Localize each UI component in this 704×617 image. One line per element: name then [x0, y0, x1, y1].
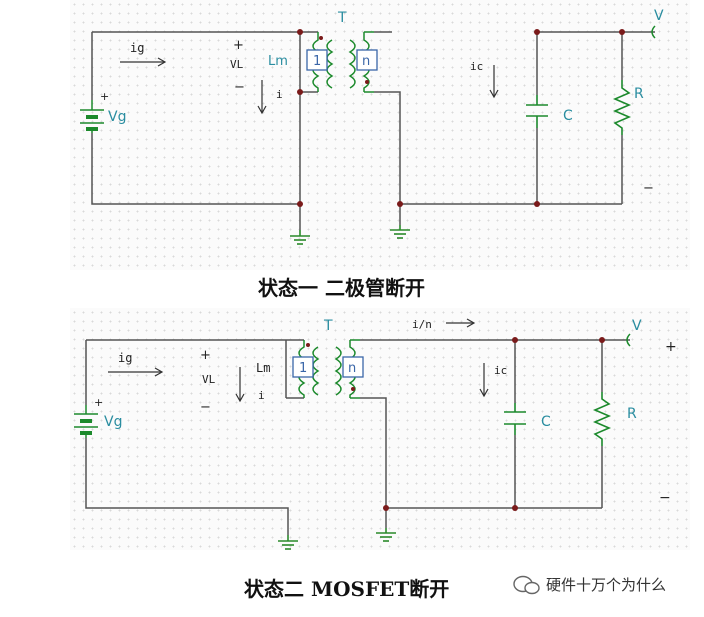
source-plus-label-2: +: [94, 396, 103, 409]
vout-label-1: V: [654, 8, 664, 24]
caption-2: 状态二 MOSFET断开: [244, 577, 450, 601]
resistor-r-1: [612, 80, 632, 135]
secondary-turns-box-1: [356, 49, 378, 71]
vl-plus-label-2: +: [200, 348, 211, 363]
ig-arrow-icon-1: [120, 57, 167, 67]
i-arrow-icon-1: [257, 80, 267, 115]
ic-label-1: ic: [470, 60, 483, 73]
source-label-1: Vg: [108, 109, 126, 125]
i-label-2: i: [258, 389, 265, 402]
wires-2: [85, 339, 630, 535]
ground-icon-2b: [376, 528, 396, 542]
watermark-text: 硬件十万个为什么: [546, 576, 667, 594]
capacitor-c-2: [504, 403, 526, 435]
capacitor-label-1: C: [563, 108, 573, 124]
primary-turns-2: 1: [299, 361, 307, 376]
source-label-2: Vg: [104, 414, 122, 430]
i-over-n-arrow-icon-2: [446, 318, 476, 328]
vl-label-1: VL: [230, 58, 244, 71]
ig-arrow-icon-2: [108, 367, 164, 377]
lm-label-2: Lm: [256, 361, 270, 375]
ground-icon-2a: [278, 535, 298, 550]
vl-plus-label-1: +: [233, 38, 244, 53]
vout-label-2: V: [632, 318, 642, 334]
i-over-n-label-2: i/n: [412, 318, 432, 331]
source-plus-label-1: +: [100, 90, 109, 103]
ic-arrow-icon-2: [479, 363, 489, 398]
secondary-turns-2: n: [348, 361, 356, 376]
vl-label-2: VL: [202, 373, 216, 386]
output-terminal-icon-2: [626, 333, 631, 347]
schematic-board-2: [70, 308, 690, 550]
ground-icon-1b: [390, 225, 410, 239]
primary-winding-wires-2: [286, 339, 304, 399]
wechat-icon: [513, 575, 540, 595]
ic-label-2: ic: [494, 364, 507, 377]
junction-nodes-1: [297, 29, 625, 207]
battery-vg-1: [80, 100, 104, 133]
out-minus-label-2: −: [659, 490, 671, 506]
wires-1: [91, 31, 655, 230]
resistor-label-1: R: [634, 86, 644, 102]
capacitor-label-2: C: [541, 414, 551, 430]
secondary-polarity-dot-1: [365, 80, 369, 84]
resistor-label-2: R: [627, 406, 637, 422]
transformer-label-1: T: [337, 10, 347, 26]
vl-minus-label-2: −: [200, 400, 211, 415]
secondary-turns-1: n: [362, 54, 370, 69]
secondary-turns-box-2: [342, 356, 364, 378]
ic-arrow-icon-1: [489, 65, 499, 99]
ig-label-2: ig: [118, 351, 132, 365]
out-minus-label-1: −: [643, 181, 654, 196]
primary-turns-box-2: [292, 356, 314, 378]
resistor-r-2: [592, 392, 612, 446]
i-arrow-icon-2: [235, 367, 245, 403]
ig-label-1: ig: [130, 41, 144, 55]
primary-polarity-dot-1: [319, 36, 323, 40]
i-label-1: i: [276, 88, 283, 101]
schematic-board-1: [70, 0, 690, 270]
ground-icon-1a: [290, 230, 310, 245]
battery-vg-2: [74, 405, 98, 438]
primary-polarity-dot-2: [306, 343, 310, 347]
vl-minus-label-1: −: [234, 80, 245, 95]
lm-label-1: Lm: [268, 54, 288, 69]
primary-turns-1: 1: [313, 54, 321, 69]
caption-1: 状态一 二极管断开: [258, 276, 425, 300]
out-plus-label-2: +: [665, 339, 677, 355]
transformer-label-2: T: [323, 318, 333, 334]
primary-turns-box-1: [306, 49, 328, 71]
secondary-polarity-dot-2: [351, 387, 355, 391]
junction-nodes-2: [383, 337, 605, 511]
capacitor-c-1: [526, 95, 548, 128]
output-terminal-icon-1: [651, 25, 656, 39]
